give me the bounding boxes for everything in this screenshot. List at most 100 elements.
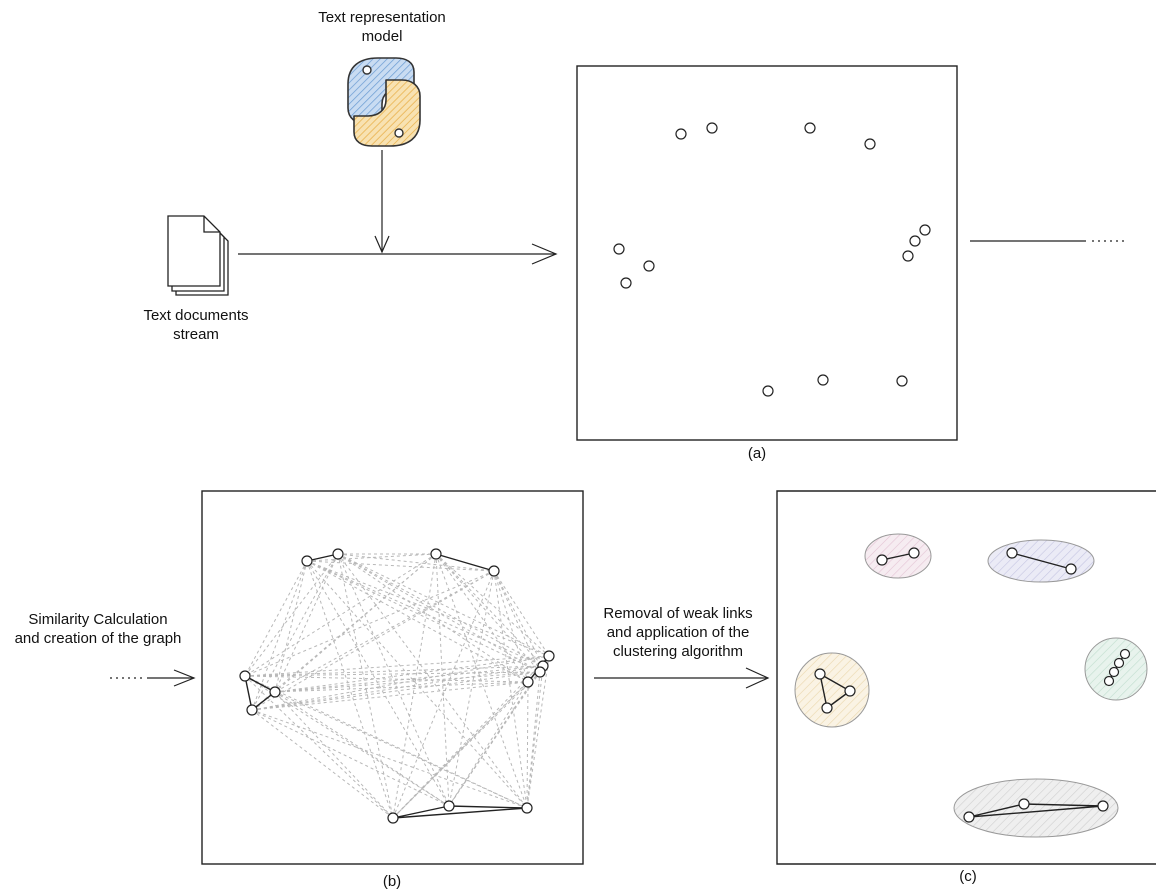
weak-link (274, 553, 437, 693)
weak-link (244, 675, 529, 683)
weak-link (274, 665, 544, 693)
removal-label-line1: Removal of weak links (603, 605, 753, 622)
removal-label: Removal of weak links and application of… (586, 604, 770, 661)
weak-link (435, 553, 529, 683)
model-to-stream-arrow (374, 150, 390, 254)
python-logo-icon (347, 57, 421, 147)
weak-link (337, 553, 541, 673)
docs-label-line1: Text documents (143, 307, 249, 324)
weak-link (448, 671, 541, 807)
document-node (706, 122, 718, 134)
document-node (909, 235, 921, 247)
docs-label: Text documents stream (116, 306, 276, 344)
panel-a-points (613, 122, 931, 397)
weak-link (251, 671, 541, 711)
weak-link (526, 681, 529, 809)
weak-link (337, 553, 450, 807)
weak-link (274, 553, 339, 693)
weak-link (392, 671, 541, 819)
document-node (817, 374, 829, 386)
document-node (675, 128, 687, 140)
weak-link (526, 671, 541, 809)
weak-link (337, 553, 544, 667)
weak-link (251, 553, 437, 711)
weak-link (274, 691, 394, 819)
weak-link (251, 709, 450, 807)
document-node (902, 250, 914, 262)
removal-label-line2: and application of the (606, 624, 750, 641)
weak-links (244, 553, 550, 819)
weak-link (251, 665, 544, 711)
document-node (762, 385, 774, 397)
weak-link (337, 553, 495, 572)
graph-node (430, 548, 442, 560)
graph-nodes (239, 548, 555, 824)
graph-node (488, 565, 500, 577)
weak-link (244, 665, 544, 677)
weak-link (244, 553, 437, 677)
graph-node (521, 802, 533, 814)
weak-link (306, 560, 544, 667)
weak-link (251, 709, 394, 819)
graph-node (534, 666, 546, 678)
weak-link (435, 553, 550, 657)
panel-b-frame (201, 490, 584, 865)
weak-link (493, 570, 528, 809)
panel-b-caption: (b) (382, 873, 402, 890)
weak-link (251, 570, 495, 711)
weak-link (306, 560, 450, 807)
weak-link (493, 570, 541, 673)
weak-link (244, 570, 495, 677)
graph-node (443, 800, 455, 812)
panel-c-caption: (c) (959, 868, 977, 885)
document-node (613, 243, 625, 255)
graph-node (522, 676, 534, 688)
weak-link (306, 560, 394, 819)
graph-node (387, 812, 399, 824)
weak-link (244, 671, 541, 677)
cluster-pink (864, 533, 932, 579)
weak-link (306, 560, 541, 673)
weak-link (392, 570, 495, 819)
document-node (896, 375, 908, 387)
weak-link (306, 560, 528, 809)
weak-link (244, 655, 550, 677)
strong-links-b (244, 553, 550, 819)
document-node (620, 277, 632, 289)
weak-link (244, 560, 308, 677)
model-label-line1: Text representation (318, 9, 446, 26)
weak-link (337, 553, 529, 683)
weak-link (244, 675, 528, 809)
cluster-purple (987, 539, 1095, 583)
weak-link (337, 553, 550, 657)
weak-link (435, 553, 541, 673)
docs-label-line2: stream (173, 326, 219, 343)
weak-link (244, 553, 339, 677)
document-stack-icon (167, 215, 229, 296)
document-node (919, 224, 931, 236)
weak-link (493, 570, 550, 657)
weak-link (306, 560, 550, 657)
weak-link (251, 681, 529, 711)
panel-a-frame (576, 65, 958, 441)
model-label: Text representation model (292, 8, 472, 46)
weak-link (526, 655, 550, 809)
similarity-label: Similarity Calculation and creation of t… (0, 610, 196, 648)
graph-node (239, 670, 251, 682)
weak-link (274, 691, 528, 809)
graph-to-clusters-arrow (594, 667, 770, 689)
weak-link (306, 560, 495, 572)
document-node (804, 122, 816, 134)
cluster-gray (953, 778, 1119, 838)
document-node (643, 260, 655, 272)
weak-link (392, 681, 529, 819)
graph-node (543, 650, 555, 662)
panel-c-frame (776, 490, 1156, 865)
weak-link (337, 553, 528, 809)
graph-node (332, 548, 344, 560)
graph-node (269, 686, 281, 698)
panel-a-caption: (a) (747, 445, 767, 462)
weak-link (448, 570, 495, 807)
weak-link (306, 553, 437, 562)
